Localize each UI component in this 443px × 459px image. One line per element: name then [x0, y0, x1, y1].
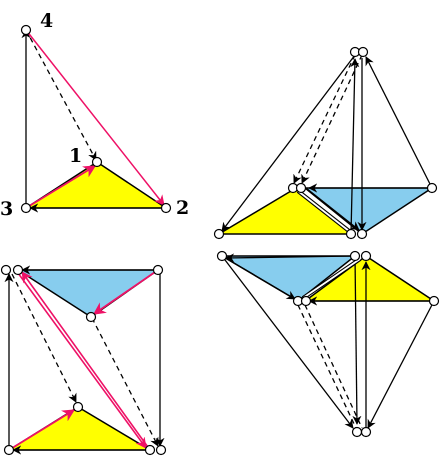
edge-4-1-dashed [25, 29, 97, 161]
edge-dashed-a [297, 304, 357, 429]
vertex-1-label: 1 [69, 145, 82, 167]
panel-top-right [213, 46, 438, 240]
node [300, 295, 312, 307]
vertex-3-label: 3 [0, 198, 13, 220]
edge-white-double-a-inner [297, 190, 350, 232]
node [349, 250, 361, 262]
edge-pink-upper [21, 271, 151, 451]
edge-4-2-pink [25, 29, 165, 206]
yellow-face [6, 406, 153, 451]
edge-dashed-left [11, 273, 77, 403]
vertex-4-label: 4 [40, 10, 53, 32]
vertex-1-node [91, 156, 103, 168]
edge-dashed-right [91, 317, 159, 447]
node [72, 401, 84, 413]
edge-blue-diag [221, 255, 296, 300]
panel-bottom-left [0, 264, 167, 456]
edge-white-double-b [305, 187, 360, 231]
node [426, 182, 438, 194]
blue-face [15, 269, 161, 318]
node [213, 228, 225, 240]
edge-dashed-b [301, 54, 363, 184]
vertex-2-label: 2 [176, 197, 189, 219]
node [345, 228, 357, 240]
edge-dashed-a [293, 54, 356, 184]
edge-pink-blue-face [92, 269, 159, 315]
yellow-face [23, 161, 169, 209]
edge-vertical-left [350, 58, 360, 235]
panel-top-left: 4 1 3 2 [0, 10, 189, 220]
node [3, 444, 15, 456]
edge-pink-lower [17, 272, 147, 449]
node [85, 311, 97, 323]
panel-bottom-right [216, 250, 440, 438]
edge-blue-top [225, 253, 356, 263]
edge-left-long [221, 255, 354, 429]
edge-3-1-pink [25, 165, 97, 209]
edge-vertical-a [352, 255, 362, 425]
node [360, 250, 372, 262]
node [295, 182, 307, 194]
vertex-4-node [20, 24, 32, 36]
node [428, 295, 440, 307]
node [356, 228, 368, 240]
edge-pink-yellow-face [8, 409, 76, 451]
node [152, 264, 164, 276]
edge-white-double-inner [302, 258, 361, 299]
node [0, 264, 12, 276]
node [357, 46, 369, 58]
vertex-2-node [160, 202, 172, 214]
edge-dashed-b [304, 304, 363, 429]
edge-apex-left [221, 54, 356, 232]
edge-apex-right [365, 56, 433, 189]
node [12, 264, 24, 276]
vertex-3-node [20, 202, 32, 214]
node [360, 426, 372, 438]
node [144, 444, 156, 456]
node [155, 444, 167, 456]
node [351, 426, 363, 438]
edge-right-long [367, 300, 435, 429]
node [216, 250, 228, 262]
